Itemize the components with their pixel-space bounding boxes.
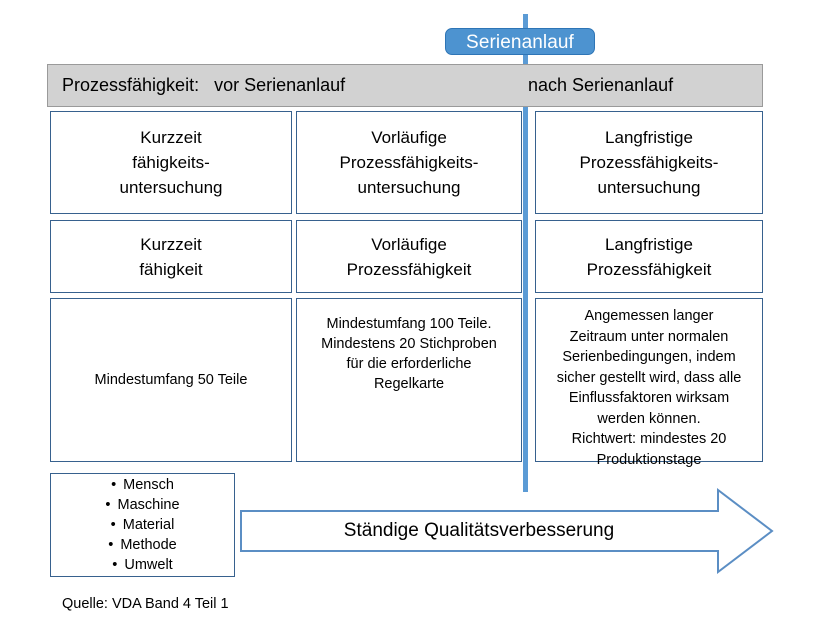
study-box-langfristige-label: Langfristige Prozessfähigkeits- untersuc… [579,128,719,197]
study-box-vorlaeufige-label: Vorläufige Prozessfähigkeits- untersuchu… [339,128,479,197]
detail-box-kurzzeit-label: Mindestumfang 50 Teile [94,372,248,388]
capability-box-vorlaeufige-label: Vorläufige Prozessfähigkeit [346,234,472,279]
influence-factors-box[interactable]: Mensch Maschine Material Methode Umwelt [50,473,235,577]
capability-box-langfristige-label: Langfristige Prozessfähigkeit [586,234,712,279]
list-item: Maschine [105,495,180,515]
detail-box-vorlaeufige[interactable]: Mindestumfang 100 Teile. Mindestens 20 S… [296,298,522,462]
detail-box-langfristige-label: Angemessen langer Zeitraum unter normale… [556,308,742,468]
detail-box-kurzzeit[interactable]: Mindestumfang 50 Teile [50,298,292,462]
influence-factors-list: Mensch Maschine Material Methode Umwelt [105,475,180,575]
detail-box-langfristige[interactable]: Angemessen langer Zeitraum unter normale… [535,298,763,468]
capability-box-kurzzeit[interactable]: Kurzzeit fähigkeit [50,220,292,293]
detail-box-vorlaeufige-label: Mindestumfang 100 Teile. Mindestens 20 S… [321,316,497,392]
continuous-improvement-arrow-label: Ständige Qualitätsverbesserung [343,520,615,541]
source-note: Quelle: VDA Band 4 Teil 1 [62,596,229,612]
right-arrow-icon [240,488,774,574]
capability-box-kurzzeit-label: Kurzzeit fähigkeit [139,234,203,279]
prozessfaehigkeit-header-bar: Prozessfähigkeit: vor Serienanlauf nach … [47,64,763,107]
list-item: Material [105,515,179,535]
study-box-langfristige[interactable]: Langfristige Prozessfähigkeits- untersuc… [535,111,763,214]
study-box-kurzzeit[interactable]: Kurzzeit fähigkeits- untersuchung [50,111,292,214]
header-label-after-sop: nach Serienanlauf [528,75,674,95]
header-label-before-sop: Prozessfähigkeit: vor Serienanlauf [62,75,346,95]
capability-box-vorlaeufige[interactable]: Vorläufige Prozessfähigkeit [296,220,522,293]
list-item: Umwelt [105,555,179,575]
list-item: Methode [105,535,179,555]
serienanlauf-milestone-badge[interactable]: Serienanlauf [445,28,595,55]
serienanlauf-divider-line [523,14,528,492]
list-item: Mensch [105,475,179,495]
continuous-improvement-arrow[interactable]: Ständige Qualitätsverbesserung [240,488,774,574]
capability-box-langfristige[interactable]: Langfristige Prozessfähigkeit [535,220,763,293]
study-box-kurzzeit-label: Kurzzeit fähigkeits- untersuchung [119,128,223,197]
study-box-vorlaeufige[interactable]: Vorläufige Prozessfähigkeits- untersuchu… [296,111,522,214]
